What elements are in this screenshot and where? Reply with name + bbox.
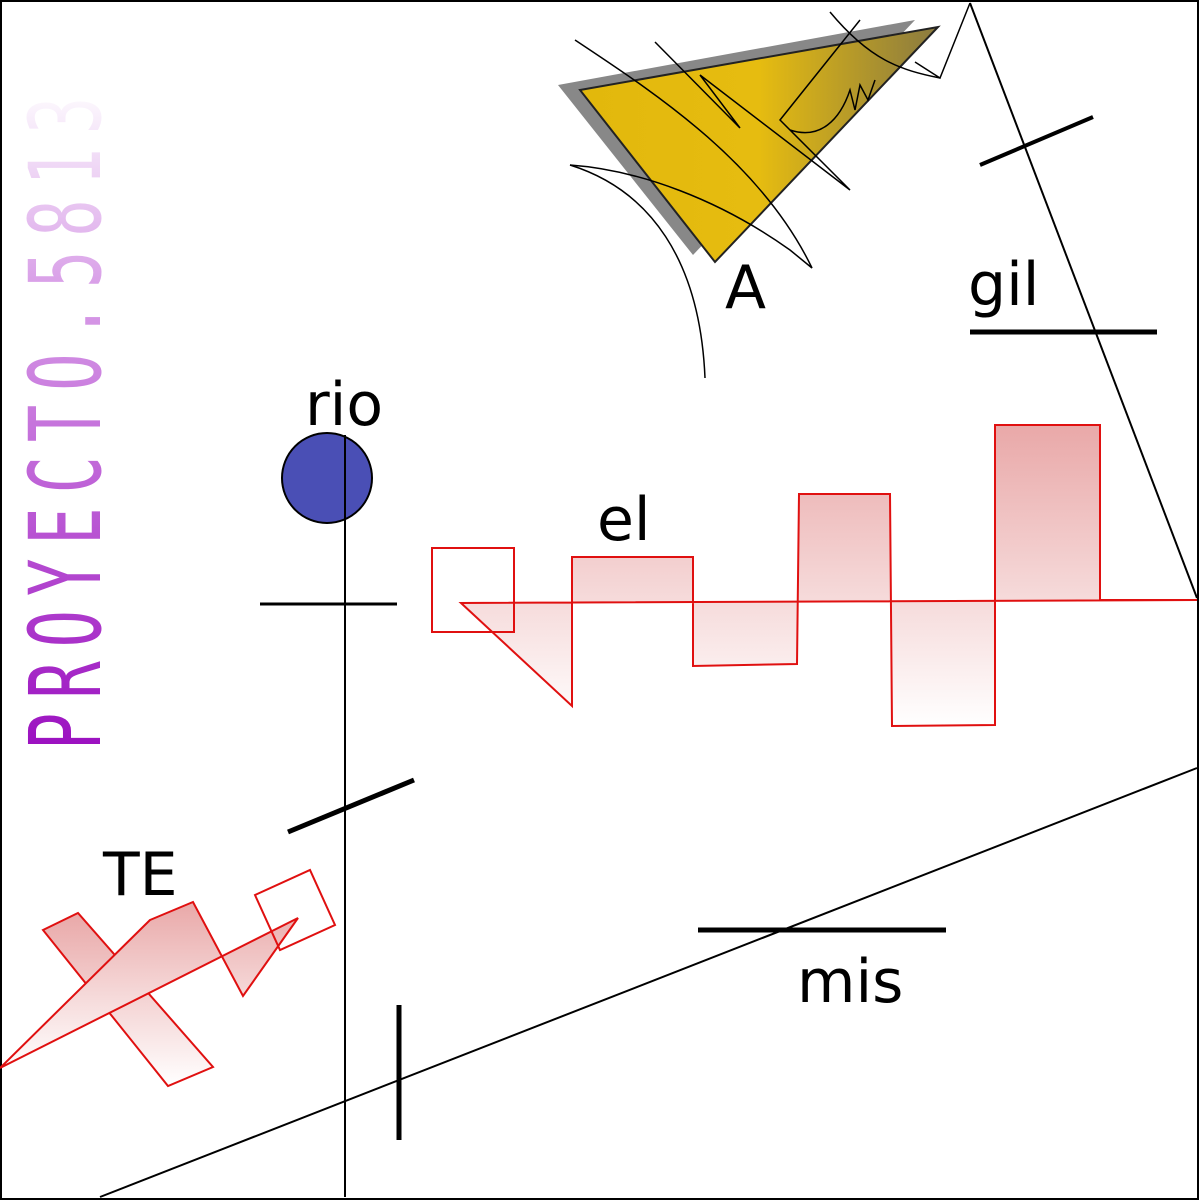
label-a: A <box>725 253 766 323</box>
label-el: el <box>597 485 651 555</box>
vertical-title: PROYECTO.5813 <box>8 83 124 750</box>
red-te-shape <box>0 868 337 1088</box>
label-mis: mis <box>797 947 903 1017</box>
red-step-shape <box>431 424 1198 728</box>
label-te: TE <box>102 840 178 910</box>
lines <box>99 2 1198 1198</box>
label-rio: rio <box>305 370 383 440</box>
gold-triangle <box>558 11 941 269</box>
svg-text:PROYECTO.5813: PROYECTO.5813 <box>8 83 124 750</box>
blue-circle <box>281 432 373 524</box>
label-gil: gil <box>968 250 1039 320</box>
